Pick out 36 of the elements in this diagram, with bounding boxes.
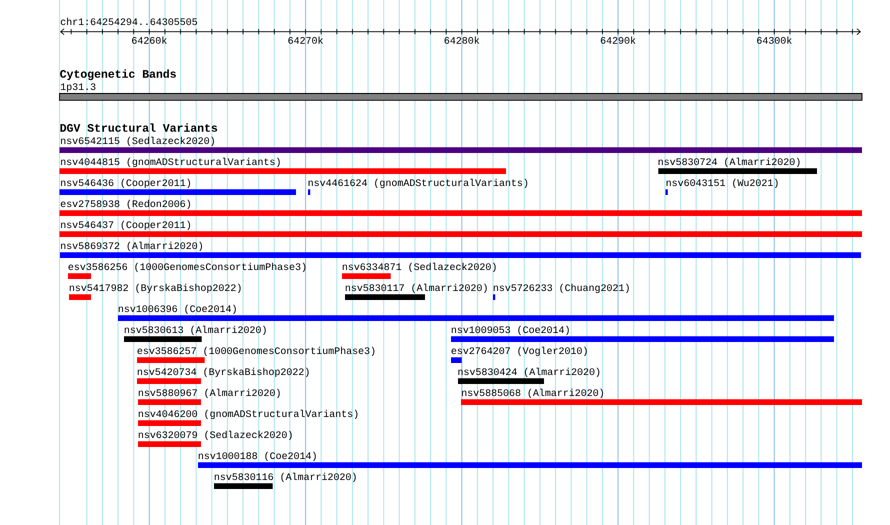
variant-label: nsv6320079 (Sedlazeck2020): [138, 430, 292, 440]
variant-label: nsv5880967 (Almarri2020): [138, 388, 280, 398]
variant-label: nsv5830424 (Almarri2020): [458, 368, 600, 378]
variant-label: nsv546437 (Cooper2011): [61, 220, 190, 230]
variant-label: nsv5830116 (Almarri2020): [214, 472, 356, 482]
band-label: 1p31.3: [60, 83, 96, 92]
variant-label: esv3586256 (1000GenomesConsortiumPhase3): [68, 262, 306, 272]
variant-label: nsv5417982 (ByrskaBishop2022): [70, 284, 241, 294]
variant-label: nsv4461624 (gnomADStructuralVariants): [308, 178, 528, 188]
variant-label: nsv5830724 (Almarri2020): [658, 158, 800, 168]
variant-label: nsv5830613 (Almarri2020): [124, 326, 266, 336]
track-heading: Cytogenetic Bands: [60, 69, 176, 80]
variant-label: esv2764207 (Vogler2010): [452, 346, 587, 356]
variant-label: nsv1009053 (Coe2014): [452, 326, 569, 336]
variant-label: nsv6542115 (Sedlazeck2020): [61, 136, 214, 146]
variant-label: esv3586257 (1000GenomesConsortiumPhase3): [138, 346, 374, 356]
tick-label: 64270k: [288, 36, 323, 44]
variant-label: nsv5726233 (Chuang2021): [494, 284, 629, 294]
variant-label: nsv5420734 (ByrskaBishop2022): [138, 368, 309, 378]
tick-label: 64280k: [444, 36, 480, 44]
variant-label: nsv1000188 (Coe2014): [198, 452, 316, 462]
variant-label: esv2758938 (Redon2006): [60, 200, 190, 210]
variant-label: nsv6043151 (Wu2021): [666, 178, 778, 188]
variant-label: nsv6334871 (Sedlazeck2020): [342, 262, 496, 272]
position-label: chr1:64254294..64305505: [60, 18, 198, 26]
tick-label: 64260k: [132, 36, 167, 44]
variant-label: nsv5885068 (Almarri2020): [462, 388, 603, 398]
track-heading: DGV Structural Variants: [60, 123, 218, 132]
variant-label: nsv546436 (Cooper2011): [61, 178, 190, 188]
variant-label: nsv5869372 (Almarri2020): [61, 242, 202, 252]
tick-label: 64290k: [600, 36, 636, 44]
variant-label: nsv1006396 (Coe2014): [118, 304, 236, 314]
variant-label: nsv4046200 (gnomADStructuralVariants): [138, 410, 358, 420]
variant-label: nsv5830117 (Almarri2020): [346, 284, 487, 294]
tick-label: 64300k: [757, 36, 792, 44]
variant-label: nsv4044815 (gnomADStructuralVariants): [61, 158, 280, 168]
